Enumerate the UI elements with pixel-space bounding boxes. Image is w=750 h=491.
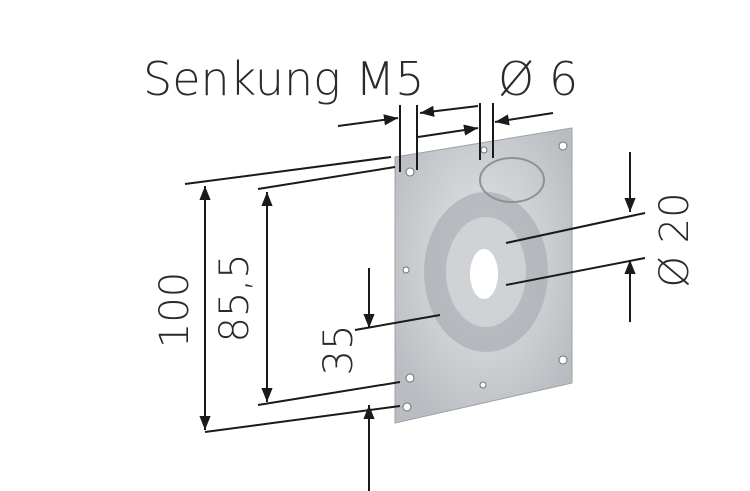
label-85-5: 85,5 [212, 253, 258, 342]
screw-holes [402, 141, 568, 412]
safety-clip [479, 157, 545, 203]
dimension-35: 35 [316, 268, 441, 491]
dimension-85-5: 85,5 [212, 166, 401, 406]
label-diameter-6: Ø 6 [498, 52, 578, 106]
dimension-100: 100 [152, 156, 401, 433]
label-100: 100 [152, 272, 198, 348]
label-35: 35 [316, 325, 362, 376]
dimension-top-holes: Senkung M5 Ø 6 [143, 52, 578, 172]
label-countersink-m5: Senkung M5 [143, 52, 424, 106]
dimension-diameter-20: Ø 20 [505, 152, 698, 322]
mounting-plate [394, 127, 573, 424]
label-diameter-20: Ø 20 [652, 192, 698, 287]
center-hole [470, 249, 498, 299]
